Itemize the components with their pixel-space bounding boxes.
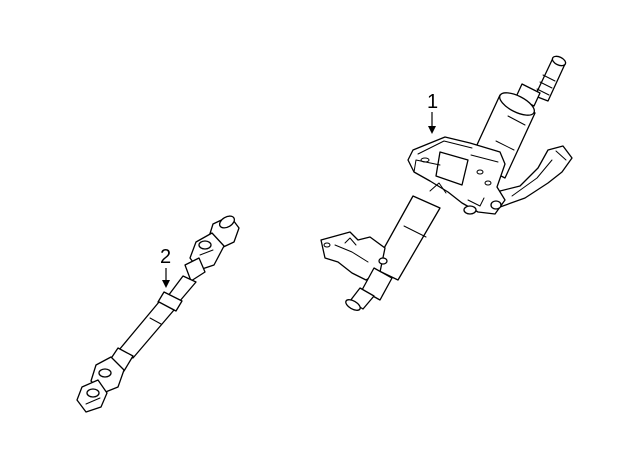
column-top-shaft	[515, 55, 567, 107]
intermediate-lower-shaft	[107, 301, 175, 372]
steering-column	[320, 55, 573, 311]
intermediate-shaft	[76, 215, 240, 413]
lower-universal-joint	[76, 356, 125, 413]
column-lower-tube	[372, 182, 447, 281]
leader-arrow-1	[428, 126, 436, 134]
tilt-lever	[491, 145, 573, 208]
callout-2: 2	[160, 246, 171, 288]
intermediate-upper-shaft	[157, 275, 197, 312]
callout-number-1: 1	[427, 91, 438, 113]
column-bottom-shaft	[345, 267, 393, 311]
callout-number-2: 2	[160, 246, 171, 268]
upper-universal-joint	[184, 215, 240, 282]
callout-1: 1	[427, 91, 438, 134]
column-housing	[407, 136, 506, 215]
leader-arrow-2	[162, 280, 170, 288]
